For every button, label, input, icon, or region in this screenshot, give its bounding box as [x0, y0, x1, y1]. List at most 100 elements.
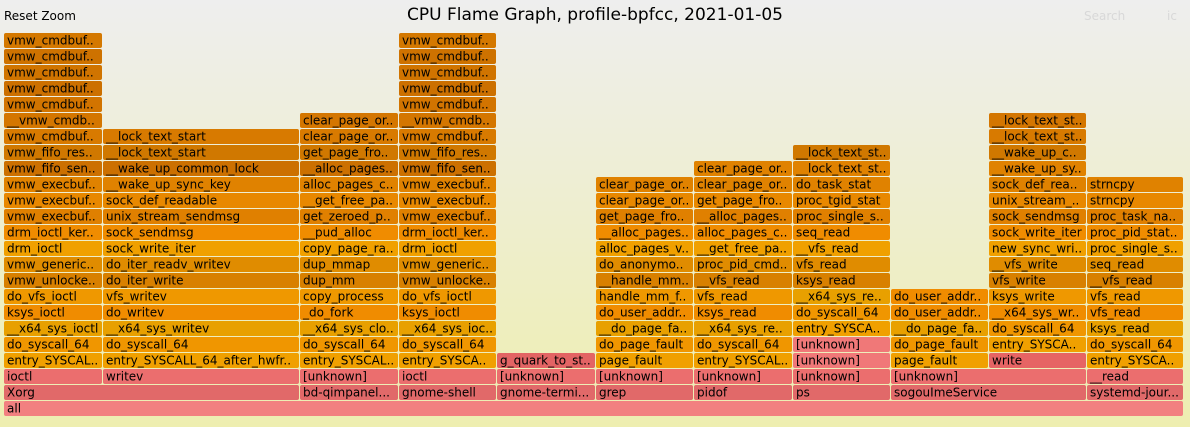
flame-frame-rect[interactable]	[4, 225, 102, 240]
flame-frame-rect[interactable]	[4, 113, 102, 128]
flame-frame-rect[interactable]	[694, 209, 792, 224]
flame-frame-rect[interactable]	[694, 369, 792, 384]
flame-frame[interactable]: alloc_pages_v..alloc_pages_vma	[596, 241, 693, 256]
flame-frame-rect[interactable]	[1087, 273, 1183, 288]
flame-frame-rect[interactable]	[4, 401, 1183, 416]
flame-frame[interactable]: do_writevdo_writev	[103, 305, 299, 320]
flame-frame[interactable]: __pud_alloc__pud_alloc	[300, 225, 398, 240]
flame-frame[interactable]: vmw_fifo_sen..vmw_fifo_send_fence	[399, 161, 496, 176]
flame-frame-rect[interactable]	[1087, 241, 1183, 256]
flame-frame[interactable]: ioctlioctl	[399, 369, 496, 384]
flame-frame[interactable]: [unknown][unknown]	[497, 369, 595, 384]
flame-frame-rect[interactable]	[399, 97, 496, 112]
flame-frame[interactable]: __wake_up_c..__wake_up_common_lock	[989, 145, 1086, 160]
flame-frame[interactable]: handle_mm_f..handle_mm_fault	[596, 289, 693, 304]
flame-frame-rect[interactable]	[694, 273, 792, 288]
flame-frame-rect[interactable]	[399, 305, 496, 320]
flame-frame[interactable]: __lock_text_start__lock_text_start	[103, 145, 299, 160]
flame-frame-rect[interactable]	[1087, 385, 1183, 400]
flame-frame-rect[interactable]	[891, 289, 988, 304]
flame-frame-rect[interactable]	[793, 177, 890, 192]
flame-frame-rect[interactable]	[399, 353, 496, 368]
flame-frame[interactable]: vfs_writevvfs_writev	[103, 289, 299, 304]
flame-frame[interactable]: __vmw_cmdb..__vmw_cmdbuf_cur_flush	[399, 113, 496, 128]
flame-frame[interactable]: __vfs_read__vfs_read	[793, 241, 890, 256]
flame-frame[interactable]: __wake_up_sy..__wake_up_sync_key	[989, 161, 1086, 176]
flame-frame[interactable]: drm_ioctl_ker..drm_ioctl_kernel	[399, 225, 496, 240]
flame-frame-rect[interactable]	[4, 161, 102, 176]
flame-frame-rect[interactable]	[989, 225, 1086, 240]
flame-frame-rect[interactable]	[694, 353, 792, 368]
flame-frame-rect[interactable]	[793, 289, 890, 304]
flame-frame[interactable]: vmw_cmdbuf..vmw_cmdbuf_ctx_add	[4, 97, 102, 112]
flame-frame-rect[interactable]	[694, 257, 792, 272]
flame-frame[interactable]: copy_page_ra..copy_page_range	[300, 241, 398, 256]
flame-frame[interactable]: unix_stream_sendmsgunix_stream_sendmsg	[103, 209, 299, 224]
flame-frame-rect[interactable]	[989, 177, 1086, 192]
flame-frame[interactable]: _do_fork_do_fork	[300, 305, 398, 320]
flame-frame-rect[interactable]	[793, 321, 890, 336]
flame-frame[interactable]: vmw_cmdbuf..vmw_cmdbuf_header_submit	[399, 49, 496, 64]
flame-frame[interactable]: vmw_cmdbuf..vmw_cmdbuf_reserve	[4, 129, 102, 144]
flame-frame-rect[interactable]	[4, 33, 102, 48]
flame-frame[interactable]: vmw_cmdbuf..vmw_cmdbuf_reserve	[399, 129, 496, 144]
flame-frame-rect[interactable]	[399, 337, 496, 352]
flame-frame-rect[interactable]	[989, 161, 1086, 176]
flame-frame-rect[interactable]	[399, 65, 496, 80]
flame-frame-rect[interactable]	[399, 241, 496, 256]
flame-frame-rect[interactable]	[497, 385, 595, 400]
flame-frame-rect[interactable]	[103, 241, 299, 256]
flame-frame[interactable]: __lock_text_st..__lock_text_start	[989, 113, 1086, 128]
flame-frame[interactable]: __vfs_write__vfs_write	[989, 257, 1086, 272]
flame-frame[interactable]: systemd-jour...systemd-jour...	[1087, 385, 1183, 400]
flame-frame-rect[interactable]	[399, 289, 496, 304]
flame-frame[interactable]: __lock_text_st..__lock_text_start	[793, 161, 890, 176]
search-button[interactable]: Search	[1084, 9, 1126, 23]
flame-frame-rect[interactable]	[694, 385, 792, 400]
flame-frame-rect[interactable]	[1087, 209, 1183, 224]
flame-frame-rect[interactable]	[103, 321, 299, 336]
flame-frame-rect[interactable]	[596, 177, 693, 192]
flame-frame[interactable]: entry_SYSCA..entry_SYSCALL_64_after_hwfr…	[793, 321, 890, 336]
flame-frame-rect[interactable]	[1087, 225, 1183, 240]
flame-frame-rect[interactable]	[1087, 257, 1183, 272]
flame-frame-rect[interactable]	[399, 33, 496, 48]
flame-frame[interactable]: alloc_pages_c..alloc_pages_current	[300, 177, 398, 192]
flame-frame-rect[interactable]	[891, 369, 1086, 384]
flame-frame-rect[interactable]	[4, 305, 102, 320]
flame-frame[interactable]: bd-qimpanel...bd-qimpanel...	[300, 385, 398, 400]
flame-frame[interactable]: drm_ioctldrm_ioctl	[399, 241, 496, 256]
flame-frame[interactable]: __do_page_fa..__do_page_fault	[596, 321, 693, 336]
flame-frame-rect[interactable]	[596, 193, 693, 208]
flame-frame-rect[interactable]	[103, 161, 299, 176]
flame-frame-rect[interactable]	[399, 129, 496, 144]
flame-frame-rect[interactable]	[989, 321, 1086, 336]
flame-frame[interactable]: vmw_generic..vmw_generic_ioctl	[399, 257, 496, 272]
flame-frame-rect[interactable]	[103, 209, 299, 224]
flame-frame-rect[interactable]	[793, 385, 890, 400]
flame-frame[interactable]: __vmw_cmdb..__vmw_cmdbuf_cur_flush	[4, 113, 102, 128]
flame-frame-rect[interactable]	[399, 193, 496, 208]
flame-frame[interactable]: entry_SYSCA..entry_SYSCALL_64_after_hwfr…	[989, 337, 1086, 352]
flame-frame[interactable]: vmw_generic..vmw_generic_ioctl	[4, 257, 102, 272]
flame-frame-rect[interactable]	[4, 177, 102, 192]
flame-frame-rect[interactable]	[300, 145, 398, 160]
flame-frame[interactable]: get_page_fro..get_page_from_freelist	[300, 145, 398, 160]
flame-frame[interactable]: __x64_sys_re..__x64_sys_read	[793, 289, 890, 304]
flame-frame[interactable]: sogouImeServicesogouImeService	[891, 385, 1086, 400]
flame-frame[interactable]: get_page_fro..get_page_from_freelist	[596, 209, 693, 224]
flame-frame-rect[interactable]	[399, 273, 496, 288]
flame-frame-rect[interactable]	[596, 273, 693, 288]
flame-frame-rect[interactable]	[793, 305, 890, 320]
flame-frame[interactable]: vmw_cmdbuf..vmw_cmdbuf_ctx_process	[399, 81, 496, 96]
flame-frame[interactable]: vmw_cmdbuf..vmw_cmdbuf_header_submit	[4, 49, 102, 64]
flame-frame[interactable]: do_iter_writedo_iter_write	[103, 273, 299, 288]
flame-frame-rect[interactable]	[596, 321, 693, 336]
flame-frame[interactable]: vmw_execbuf..vmw_execbuf_ioctl	[4, 209, 102, 224]
flame-frame-rect[interactable]	[989, 353, 1086, 368]
flame-frame[interactable]: ksys_ioctlksys_ioctl	[4, 305, 102, 320]
flame-frame[interactable]: writevwritev	[103, 369, 299, 384]
flame-frame[interactable]: entry_SYSCALL_64_after_hwfr..entry_SYSCA…	[103, 353, 299, 368]
flame-frame-rect[interactable]	[4, 273, 102, 288]
